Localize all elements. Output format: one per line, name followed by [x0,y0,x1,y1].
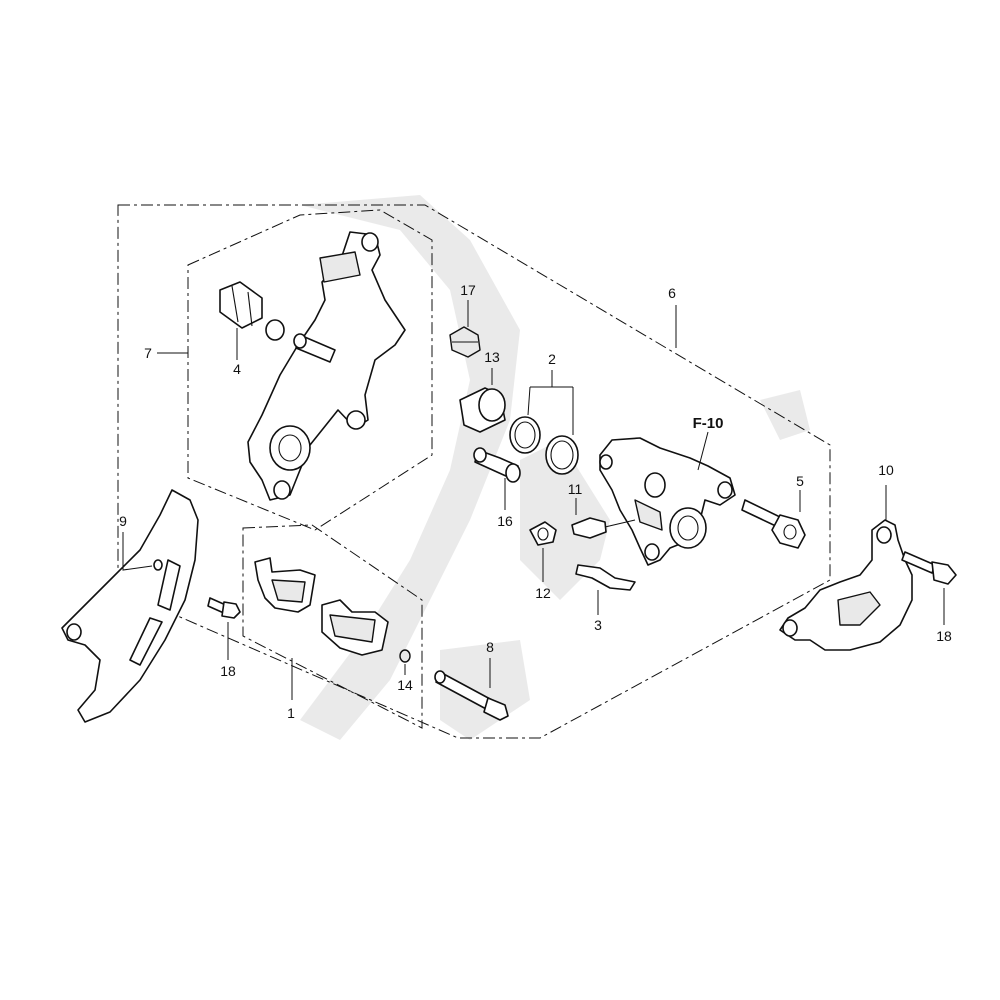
pad-set-box [242,524,423,729]
callout-17: 17 [460,282,476,298]
pad-retainer [219,281,263,329]
callout-7: 7 [144,345,152,361]
brake-pads [254,557,389,656]
callout-9: 9 [119,513,127,529]
callout-5: 5 [796,473,804,489]
bleeder-valve [571,517,636,539]
pad-pin [434,670,509,721]
callout-1: 1 [287,705,295,721]
piston [459,387,506,433]
callout-10: 10 [878,462,894,478]
callout-18-left: 18 [220,663,236,679]
caliper-guard [779,519,913,651]
callout-11: 11 [568,481,583,497]
plug [399,649,411,663]
piston-seals [509,416,579,475]
disc-guard [61,489,199,723]
callout-4: 4 [233,361,241,377]
slide-pin [473,447,521,483]
callout-8: 8 [486,639,494,655]
flange-bolt-left [207,597,241,619]
reference-label: F-10 [693,415,724,432]
callout-14: 14 [397,677,413,693]
callout-12: 12 [535,585,551,601]
bracket-bushing [265,319,285,341]
callout-13: 13 [484,349,500,365]
caliper-assembly-box [117,204,831,739]
callout-3: 3 [594,617,602,633]
flange-bolt-right [901,551,957,585]
callout-16: 16 [497,513,513,529]
pad-spring [575,564,636,591]
callout-6: 6 [668,285,676,301]
callout-18-right: 18 [936,628,952,644]
caliper-pin-bolt [741,499,806,549]
callout-2: 2 [548,351,556,367]
clip [529,521,557,546]
caliper-bracket [247,231,406,501]
bracket-subassembly-box [187,209,433,531]
caliper-body [599,437,736,566]
bleeder-cap [449,326,481,358]
